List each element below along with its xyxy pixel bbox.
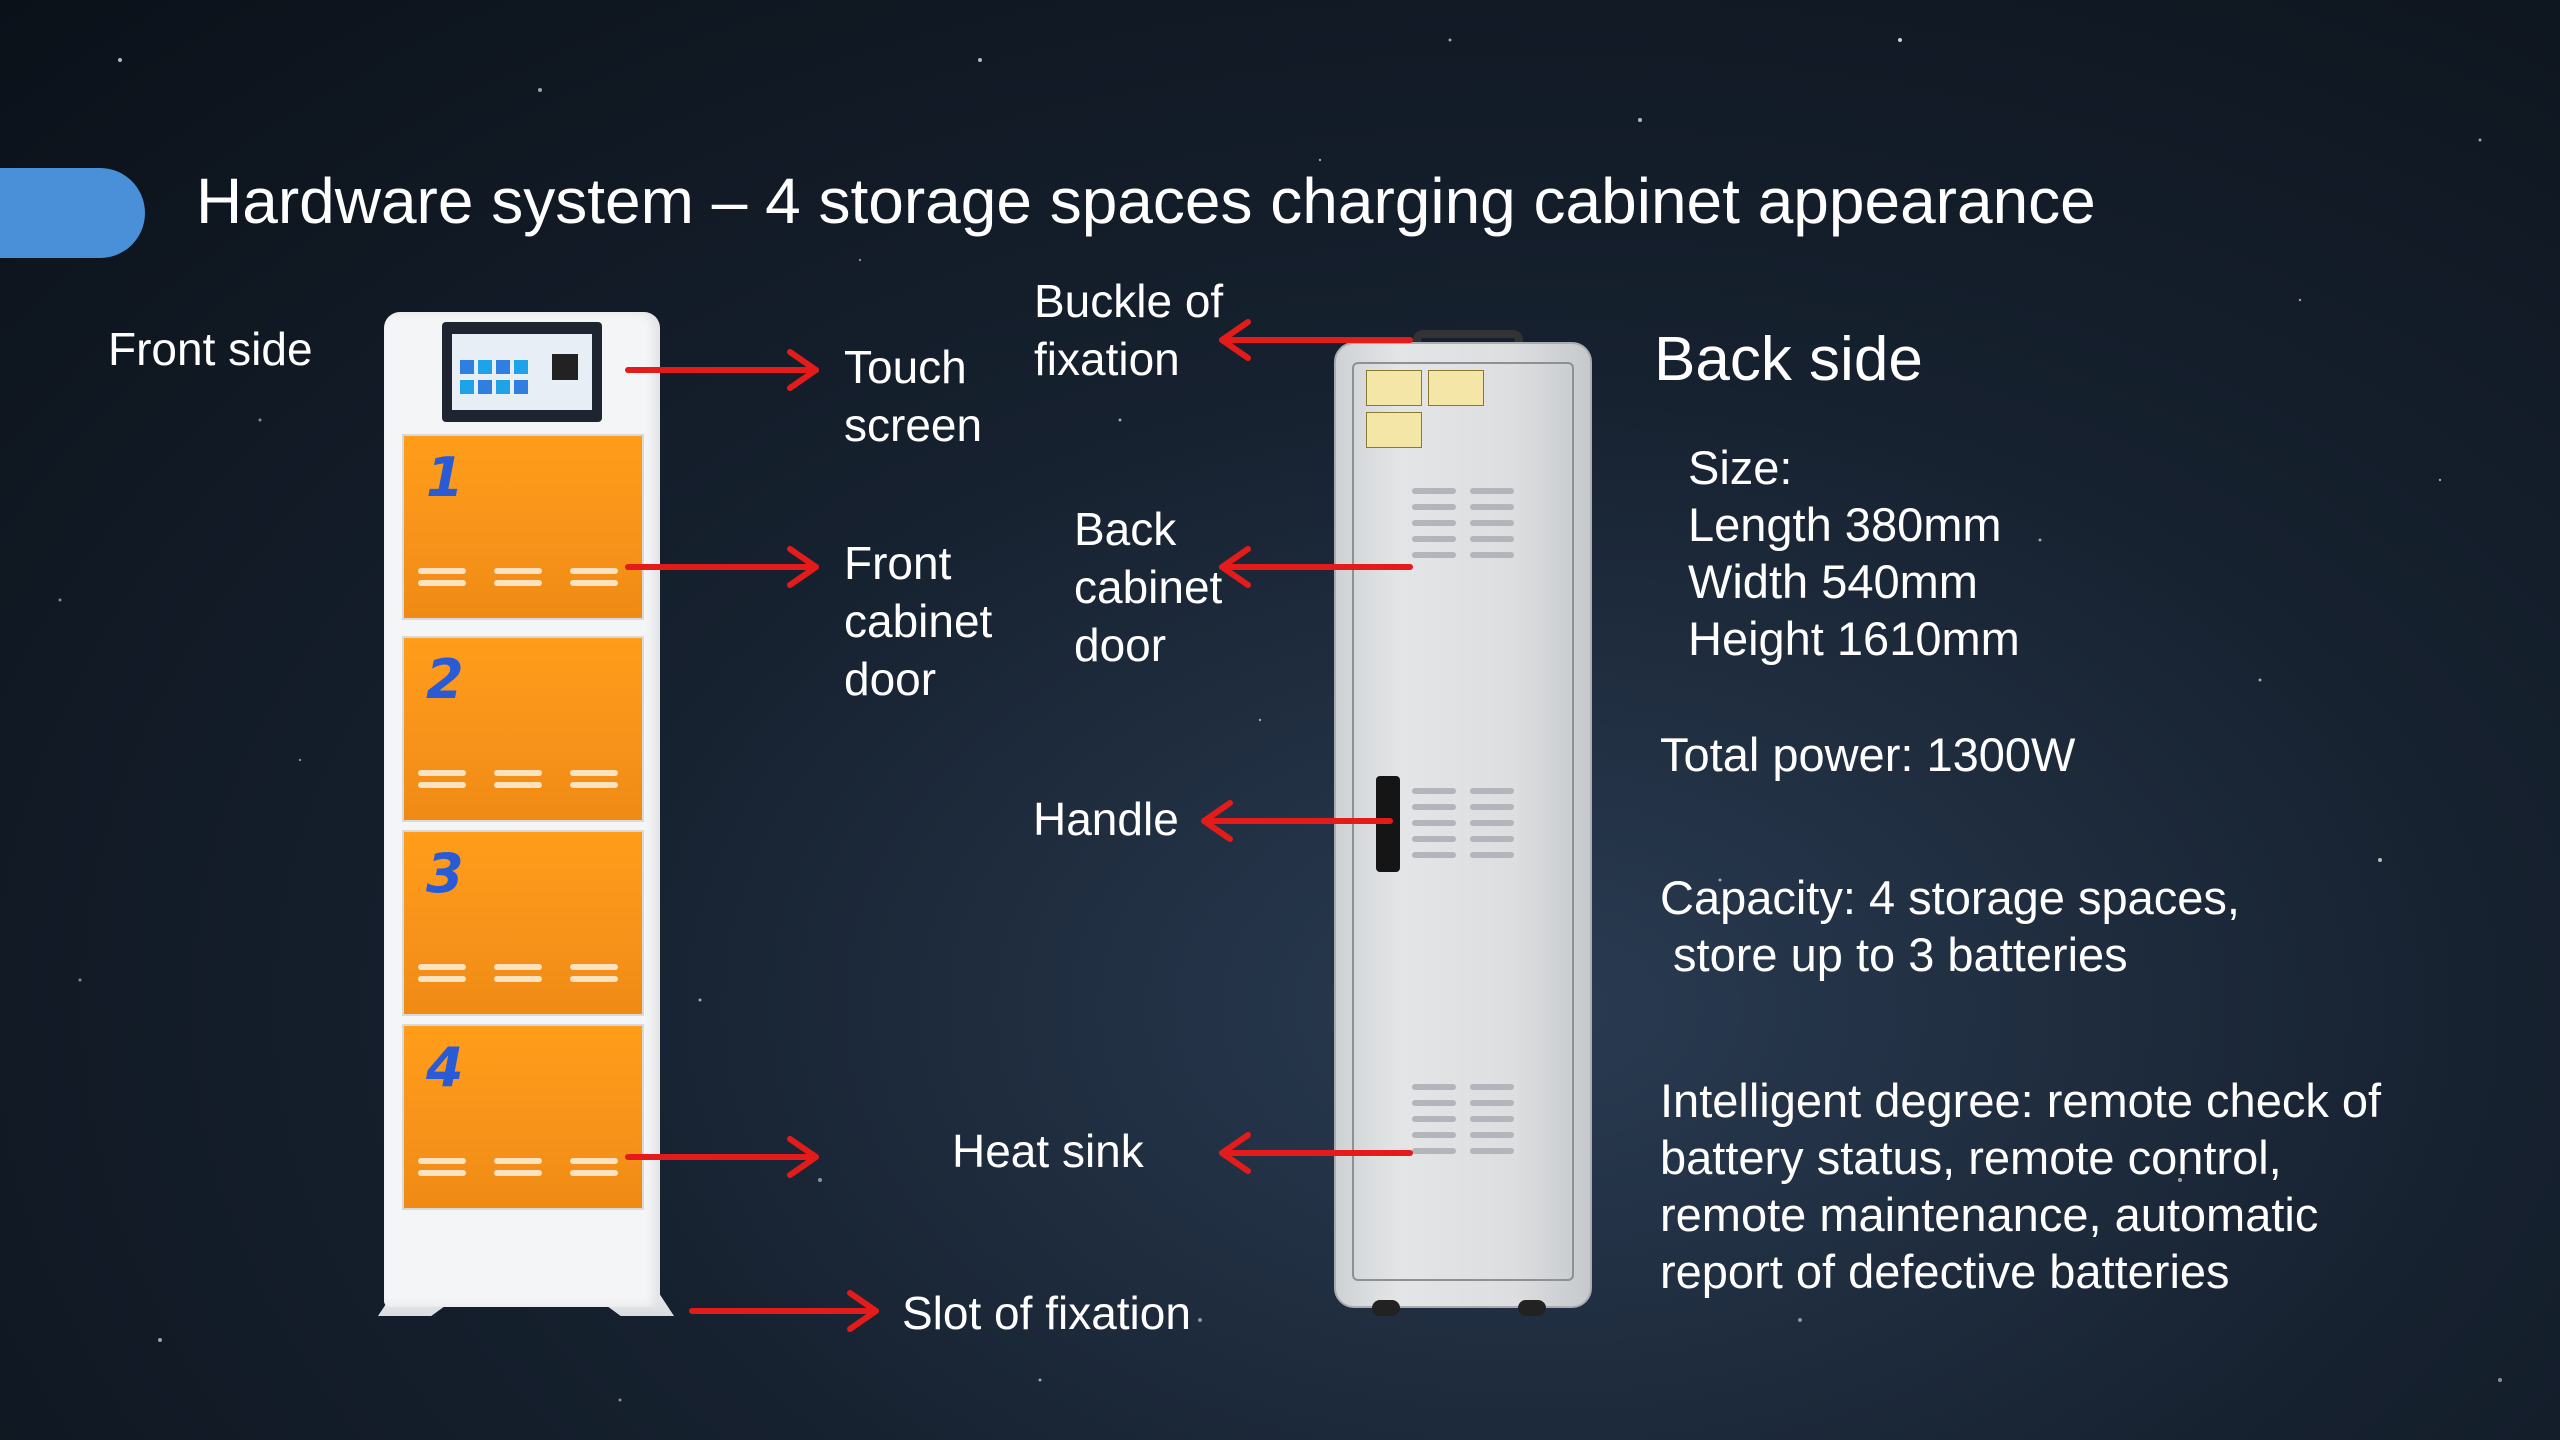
wheel-left — [1372, 1300, 1400, 1316]
handle-graphic — [1376, 776, 1400, 872]
slide-title: Hardware system – 4 storage spaces charg… — [196, 165, 2096, 237]
front-door-1: 1 — [402, 434, 644, 620]
front-door-3: 3 — [402, 830, 644, 1016]
height-spec: Height 1610mm — [1688, 612, 2020, 665]
size-label: Size: — [1688, 441, 1793, 494]
front-door-2: 2 — [402, 636, 644, 822]
touch-screen-graphic — [442, 322, 602, 422]
back-door-callout: Back cabinet door — [1074, 503, 1223, 671]
length-spec: Length 380mm — [1688, 498, 2002, 551]
door-number-2: 2 — [426, 648, 464, 711]
door-number-1: 1 — [426, 446, 464, 509]
front-door-callout: Front cabinet door — [844, 537, 993, 705]
front-door-4: 4 — [402, 1024, 644, 1210]
touch-screen-callout: Touch screen — [844, 341, 983, 451]
buckle-callout: Buckle of fixation — [1034, 275, 1224, 385]
heat-sink-callout: Heat sink — [952, 1125, 1144, 1177]
capacity-spec: Capacity: 4 storage spaces, store up to … — [1660, 871, 2240, 981]
width-spec: Width 540mm — [1688, 555, 1978, 608]
title-accent-tab — [0, 168, 145, 258]
front-cabinet-image: 1 2 3 4 — [384, 312, 660, 1307]
intelligence-spec: Intelligent degree: remote check of batt… — [1660, 1074, 2382, 1298]
size-spec: Size: Length 380mm Width 540mm Height 16… — [1688, 439, 2020, 667]
back-cabinet-image — [1334, 342, 1592, 1308]
handle-callout: Handle — [1033, 793, 1179, 845]
back-side-heading: Back side — [1654, 325, 1923, 394]
power-spec: Total power: 1300W — [1660, 728, 2076, 781]
front-side-heading: Front side — [108, 323, 313, 375]
door-number-3: 3 — [426, 842, 464, 905]
door-number-4: 4 — [426, 1036, 464, 1099]
slot-of-fixation-callout: Slot of fixation — [902, 1287, 1191, 1339]
wheel-right — [1518, 1300, 1546, 1316]
